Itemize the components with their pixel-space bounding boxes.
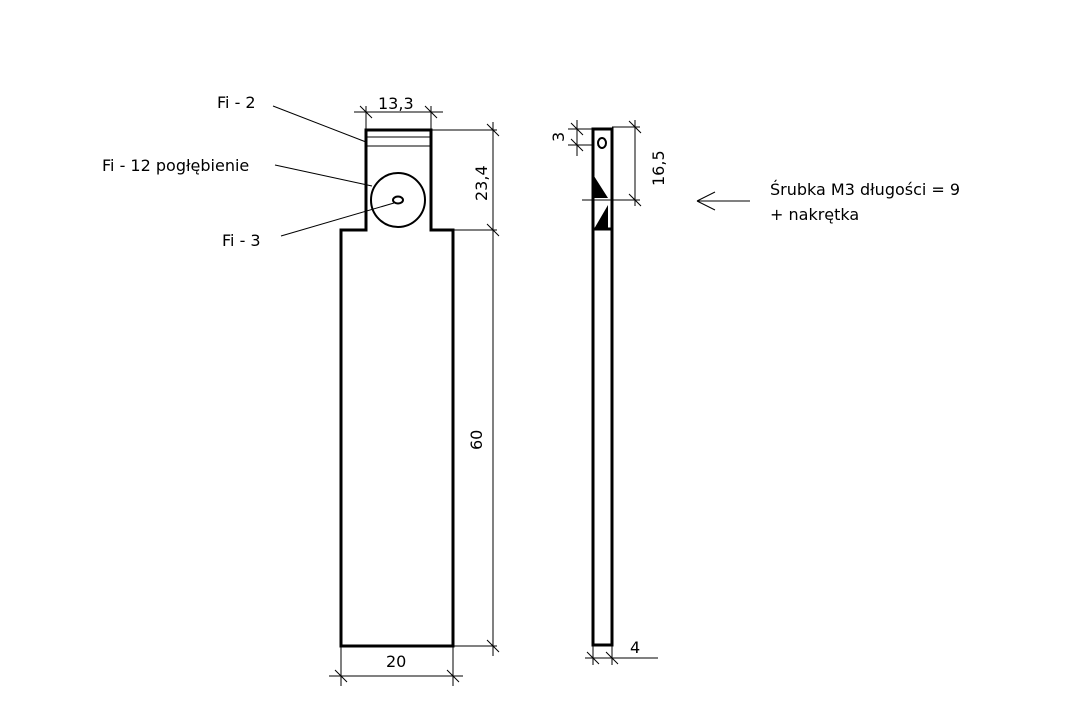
side-view-countersink-upper bbox=[594, 176, 608, 198]
fi3-hole bbox=[392, 195, 404, 205]
dim-side-thickness: 4 bbox=[585, 638, 658, 665]
dim-body-height-text: 60 bbox=[467, 430, 486, 450]
front-view-outline bbox=[339, 128, 455, 648]
fi2-leader bbox=[272, 105, 367, 143]
dim-top-width: 13,3 bbox=[354, 94, 443, 130]
fi12-leader bbox=[274, 164, 373, 187]
side-view bbox=[591, 127, 614, 647]
dim-bottom-width-text: 20 bbox=[386, 652, 406, 671]
label-fi12: Fi - 12 pogłębienie bbox=[102, 156, 249, 175]
screw-note-line2: + nakrętka bbox=[770, 205, 859, 224]
dim-side-height: 16,5 bbox=[582, 120, 668, 207]
side-view-countersink-lower bbox=[594, 205, 608, 229]
leader-lines bbox=[272, 105, 395, 237]
dim-top-height-text: 23,4 bbox=[472, 165, 491, 201]
front-view bbox=[339, 128, 455, 648]
dim-top-width-text: 13,3 bbox=[378, 94, 414, 113]
side-view-hole bbox=[597, 137, 607, 149]
screw-note-line1: Śrubka M3 długości = 9 bbox=[770, 180, 960, 199]
dim-side-hole-offset-text: 3 bbox=[549, 132, 568, 142]
dim-right-vertical: 23,4 60 bbox=[431, 122, 500, 656]
side-view-outline bbox=[591, 127, 614, 647]
screw-arrow bbox=[696, 191, 750, 211]
dim-bottom-width: 20 bbox=[329, 646, 463, 686]
dim-side-hole-offset: 3 bbox=[549, 120, 593, 156]
label-fi3: Fi - 3 bbox=[222, 231, 261, 250]
dim-side-thickness-text: 4 bbox=[630, 638, 640, 657]
fi3-leader bbox=[280, 202, 395, 237]
label-fi2: Fi - 2 bbox=[217, 93, 256, 112]
dim-side-height-text: 16,5 bbox=[649, 150, 668, 186]
fi12-counterbore-circle bbox=[370, 172, 426, 228]
